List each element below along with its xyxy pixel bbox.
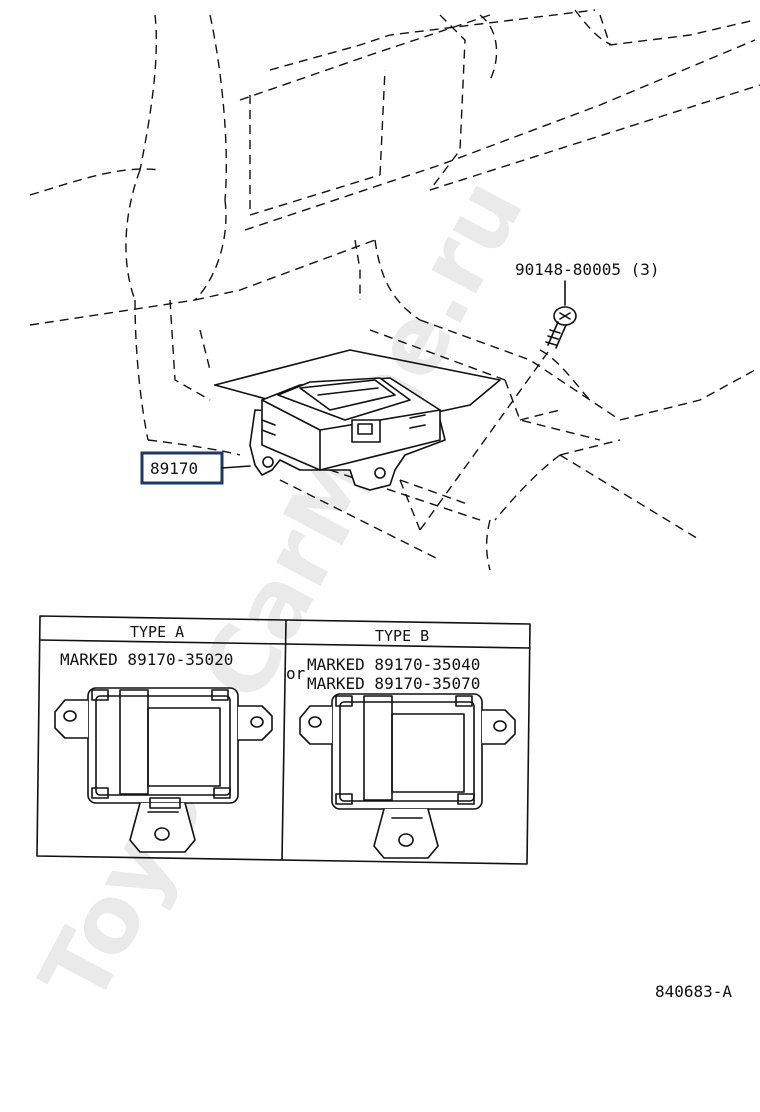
type-b-header: TYPE B: [375, 627, 429, 645]
figure-code: 840683-A: [655, 982, 732, 1001]
watermark-text: ToyotaCarMine.ru: [20, 162, 544, 1020]
type-comparison-table: TYPE A TYPE B MARKED 89170-35020 or MARK…: [36, 615, 531, 865]
type-a-header: TYPE A: [130, 623, 184, 641]
type-a-marked-label: MARKED 89170-35020: [60, 650, 233, 669]
module-part-number-label: 89170: [150, 459, 198, 478]
module-leader: [221, 465, 251, 469]
module-part-number-badge[interactable]: 89170: [140, 451, 224, 485]
airbag-sensor-module: [249, 377, 446, 491]
floor-panel: [214, 349, 501, 421]
bolt-leader-line: [419, 351, 549, 531]
type-b-marked-label-2: MARKED 89170-35070: [307, 674, 480, 693]
bolt-part-number-label: 90148-80005 (3): [515, 260, 660, 279]
type-b-marked-label-1: MARKED 89170-35040: [307, 655, 480, 674]
console-outline: [29, 9, 760, 571]
type-b-or-label: or: [286, 664, 306, 683]
bolt-leader-line-2: [399, 479, 421, 531]
type-b-module-drawing: [299, 693, 516, 859]
type-a-module-drawing: [54, 687, 273, 853]
bolt-icon: [545, 306, 577, 349]
